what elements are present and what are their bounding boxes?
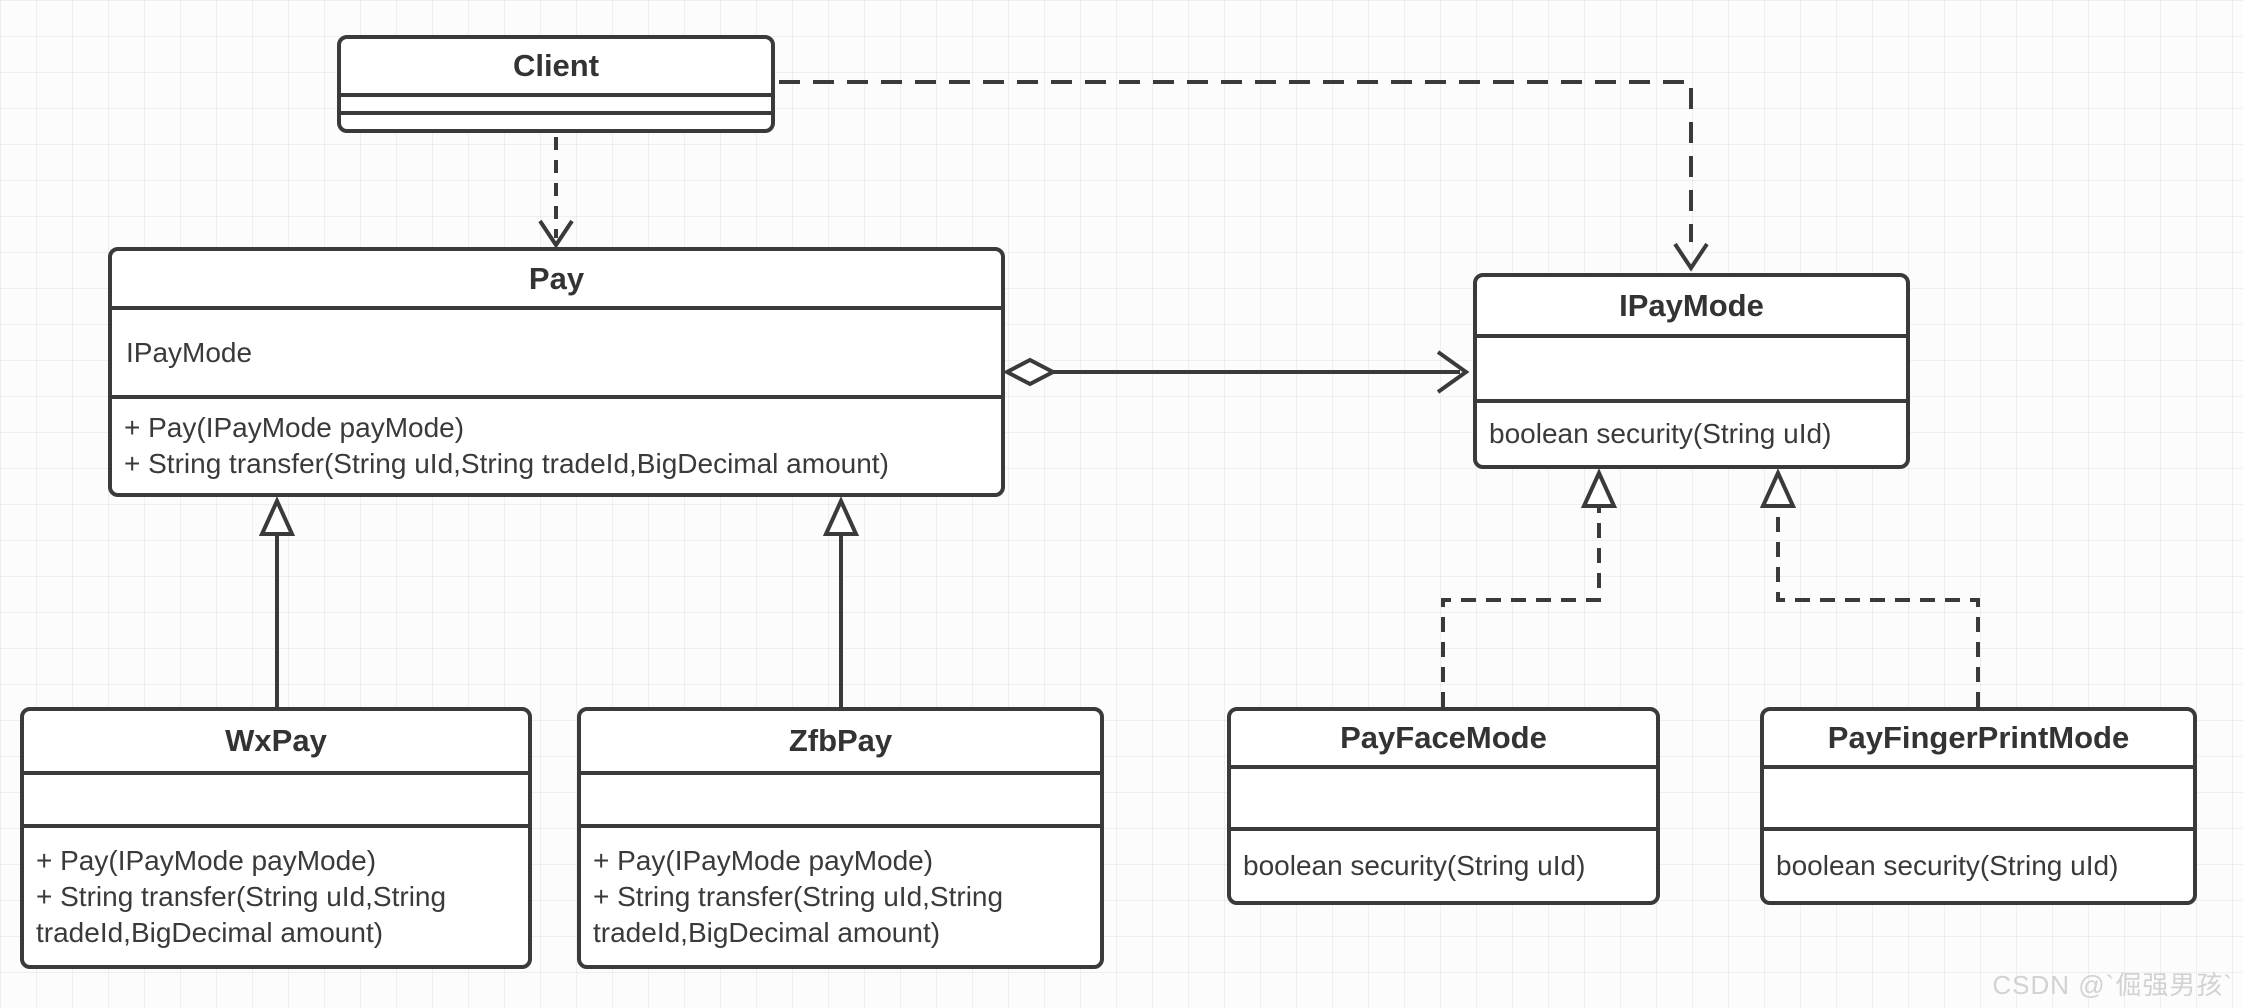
- edge-dependency-client-to-pay: [538, 137, 574, 249]
- class-payfingerprintmode: PayFingerPrintMode boolean security(Stri…: [1760, 707, 2197, 905]
- class-client-methods-empty: [341, 115, 771, 129]
- method-item: + String transfer(String uId,String trad…: [593, 880, 1004, 948]
- class-pay-methods: + Pay(IPayMode payMode) + String transfe…: [112, 399, 1001, 493]
- hollow-triangle-up-icon: [822, 496, 860, 536]
- open-arrowhead-down-icon: [1673, 242, 1709, 272]
- method-item: + Pay(IPayMode payMode): [593, 844, 934, 876]
- class-payfingerprintmode-fields-empty: [1764, 769, 2193, 831]
- edge-generalization-wxpay-to-pay: [258, 496, 296, 707]
- method-item: + Pay(IPayMode payMode): [36, 844, 377, 876]
- class-wxpay: WxPay + Pay(IPayMode payMode) + String t…: [20, 707, 532, 969]
- open-arrowhead-down-icon: [538, 219, 574, 249]
- class-wxpay-methods: + Pay(IPayMode payMode) + String transfe…: [24, 828, 528, 965]
- class-zfbpay-fields-empty: [581, 775, 1100, 828]
- edge-dependency-client-to-ipaymode: [779, 80, 1709, 272]
- class-client-title: Client: [341, 39, 771, 97]
- class-ipaymode-fields-empty: [1477, 338, 1906, 403]
- class-ipaymode: IPayMode boolean security(String uId): [1473, 273, 1910, 469]
- class-ipaymode-methods: boolean security(String uId): [1477, 403, 1906, 465]
- class-payfacemode: PayFaceMode boolean security(String uId): [1227, 707, 1660, 905]
- open-arrowhead-right-icon: [1436, 350, 1470, 394]
- class-pay-fields: IPayMode: [112, 310, 1001, 399]
- class-client-fields-empty: [341, 97, 771, 115]
- class-pay: Pay IPayMode + Pay(IPayMode payMode) + S…: [108, 247, 1005, 497]
- class-ipaymode-title: IPayMode: [1477, 277, 1906, 338]
- class-payfacemode-fields-empty: [1231, 769, 1656, 831]
- class-payfingerprintmode-title: PayFingerPrintMode: [1764, 711, 2193, 769]
- class-payfingerprintmode-methods: boolean security(String uId): [1764, 831, 2193, 901]
- edge-realization-payfacemode-to-ipaymode: [1441, 468, 1618, 707]
- class-client: Client: [337, 35, 775, 133]
- class-pay-title: Pay: [112, 251, 1001, 310]
- method-item: + String transfer(String uId,String trad…: [36, 880, 447, 948]
- hollow-triangle-up-icon: [1580, 468, 1618, 508]
- method-item: boolean security(String uId): [1489, 418, 1832, 449]
- method-item: + Pay(IPayMode payMode): [124, 412, 465, 443]
- edge-generalization-zfbpay-to-pay: [822, 496, 860, 707]
- hollow-triangle-up-icon: [258, 496, 296, 536]
- method-item: + String transfer(String uId,String trad…: [124, 448, 889, 479]
- class-zfbpay: ZfbPay + Pay(IPayMode payMode) + String …: [577, 707, 1104, 969]
- field-item: IPayMode: [126, 336, 253, 368]
- class-wxpay-fields-empty: [24, 775, 528, 828]
- method-item: boolean security(String uId): [1776, 850, 2119, 881]
- csdn-watermark: CSDN @`倔强男孩`: [1992, 970, 2233, 1000]
- class-zfbpay-title: ZfbPay: [581, 711, 1100, 775]
- class-payfacemode-title: PayFaceMode: [1231, 711, 1656, 769]
- hollow-diamond-icon: [1002, 357, 1058, 387]
- hollow-triangle-up-icon: [1759, 468, 1797, 508]
- class-wxpay-title: WxPay: [24, 711, 528, 775]
- class-zfbpay-methods: + Pay(IPayMode payMode) + String transfe…: [581, 828, 1100, 965]
- edge-realization-payfingerprintmode-to-ipaymode: [1759, 468, 1980, 707]
- edge-aggregation-pay-to-ipaymode: [1002, 350, 1470, 394]
- class-payfacemode-methods: boolean security(String uId): [1231, 831, 1656, 901]
- method-item: boolean security(String uId): [1243, 850, 1586, 881]
